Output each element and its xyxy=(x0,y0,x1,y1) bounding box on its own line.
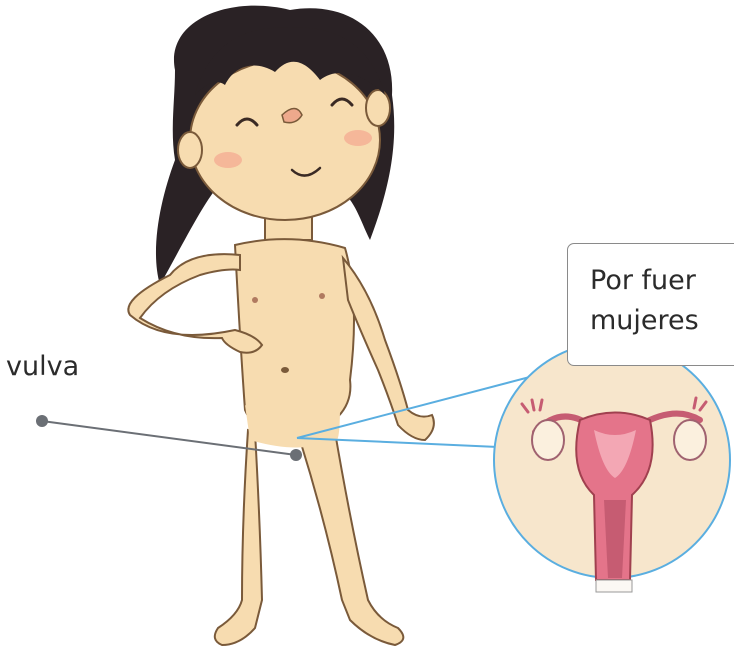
uterus-magnifier-icon xyxy=(493,341,731,593)
vulva-pointer-dot-left xyxy=(36,415,48,427)
girl-illustration xyxy=(127,5,435,647)
callout-line-bottom xyxy=(296,437,499,448)
vulva-pointer-line xyxy=(41,420,297,456)
vulva-pointer-dot-right xyxy=(290,449,302,461)
vulva-label: vulva xyxy=(6,351,80,382)
info-box: Por fuer mujeres xyxy=(567,243,734,366)
info-text-line-2: mujeres xyxy=(590,305,699,336)
info-text-line-1: Por fuer xyxy=(590,265,696,296)
callout-line-top xyxy=(296,372,546,439)
